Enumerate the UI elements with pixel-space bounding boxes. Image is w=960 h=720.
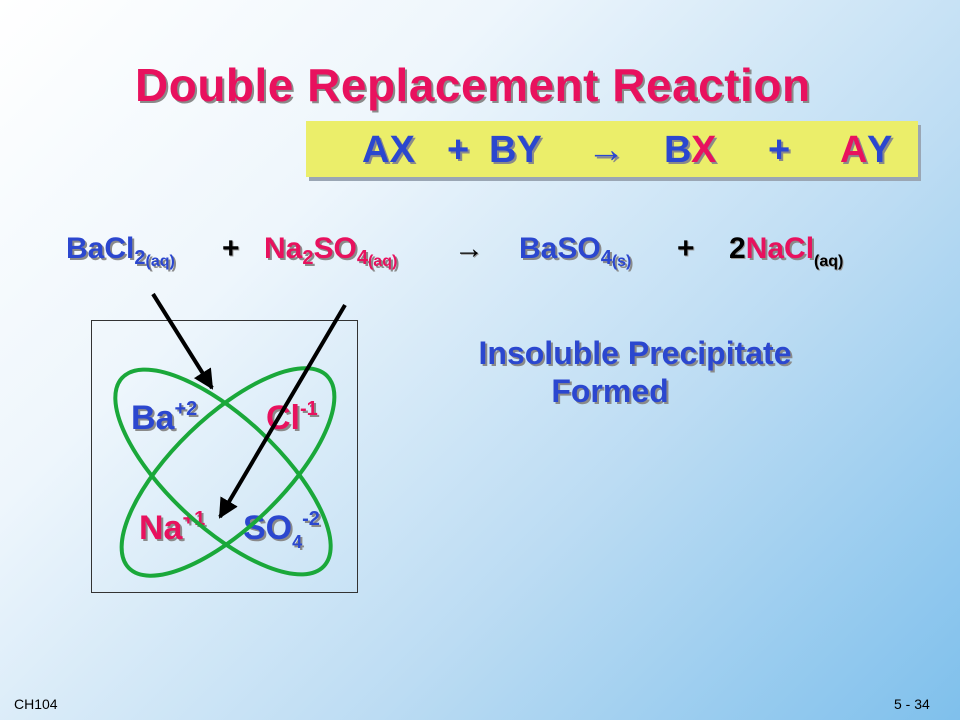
general-plus-2: + bbox=[768, 129, 791, 171]
ion-ba-charge: +2 bbox=[174, 398, 198, 420]
product-baso-sub: 4 bbox=[600, 247, 612, 269]
ion-cl-charge: -1 bbox=[300, 398, 318, 420]
precipitate-line-1: Insoluble Precipitate bbox=[478, 335, 792, 371]
product-nacl: 2NaCl(aq) bbox=[729, 232, 843, 271]
product-nacl-formula: NaCl bbox=[745, 232, 815, 265]
ion-ba-symbol: Ba bbox=[131, 399, 175, 437]
product-nacl-coef: 2 bbox=[729, 232, 746, 265]
ion-ba: Ba+2 bbox=[131, 398, 197, 438]
general-arrow: → bbox=[587, 129, 625, 171]
reactant-na-sub: 2 bbox=[302, 247, 314, 269]
ion-cl-symbol: Cl bbox=[266, 399, 300, 437]
ion-so-sub: 4 bbox=[292, 532, 303, 552]
precipitate-note: Insoluble Precipitate Formed bbox=[400, 334, 870, 410]
product-baso-formula: BaSO bbox=[519, 232, 601, 265]
ion-so-symbol: SO bbox=[243, 509, 293, 547]
product-nacl-state: (aq) bbox=[814, 253, 844, 270]
reactant-bacl2-sub: 2 bbox=[134, 247, 146, 269]
ion-na-charge: +1 bbox=[182, 508, 206, 530]
ion-na-symbol: Na bbox=[139, 509, 183, 547]
general-equation-box bbox=[306, 121, 918, 177]
reactant-so-sub: 4 bbox=[356, 247, 368, 269]
reactant-na2so4-state: (aq) bbox=[367, 253, 398, 270]
ion-cl: Cl-1 bbox=[266, 398, 318, 438]
equation-plus-1: + bbox=[222, 232, 240, 265]
general-bx-b: B bbox=[664, 129, 692, 171]
general-ax: AX bbox=[362, 129, 415, 171]
ion-so-charge: -2 bbox=[302, 508, 320, 530]
product-baso-state: (s) bbox=[611, 253, 632, 270]
precipitate-line-2: Formed bbox=[551, 373, 669, 409]
reactant-bacl2-state: (aq) bbox=[145, 253, 175, 270]
reactant-na2so4: Na2SO4(aq) bbox=[264, 232, 397, 271]
reactant-na-formula: Na bbox=[264, 232, 303, 265]
product-baso4: BaSO4(s) bbox=[519, 232, 631, 271]
general-plus-1: + bbox=[447, 129, 470, 171]
equation-arrow: → bbox=[454, 232, 484, 265]
general-ay-a: A bbox=[840, 129, 868, 171]
reactant-bacl2: BaCl2(aq) bbox=[66, 232, 175, 271]
general-bx-x: X bbox=[691, 129, 717, 171]
slide-title: Double Replacement Reaction bbox=[135, 59, 811, 111]
ion-so4: SO4-2 bbox=[243, 508, 320, 553]
reactant-so-formula: SO bbox=[313, 232, 357, 265]
equation-plus-2: + bbox=[677, 232, 695, 265]
ion-na: Na+1 bbox=[139, 508, 205, 548]
reactant-bacl2-formula: BaCl bbox=[66, 232, 135, 265]
footer-page-number: 5 - 34 bbox=[894, 696, 930, 712]
footer-course: CH104 bbox=[14, 696, 58, 712]
general-by: BY bbox=[489, 129, 542, 171]
general-ay-y: Y bbox=[867, 129, 893, 171]
